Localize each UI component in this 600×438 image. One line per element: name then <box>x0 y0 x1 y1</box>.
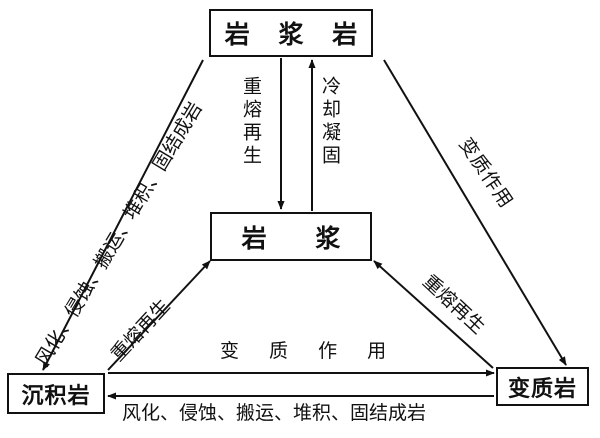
node-magma-label: 岩 浆 <box>241 223 361 253</box>
node-magmatic-rock-label: 岩 浆 岩 <box>224 20 368 49</box>
edge-label-bottom-meta: 变 质 作 用 <box>220 340 399 362</box>
node-metamorphic-rock-label: 变质岩 <box>507 375 577 402</box>
node-sedimentary-rock-label: 沉积岩 <box>21 382 91 409</box>
node-magma: 岩 浆 <box>210 212 372 261</box>
node-sedimentary-rock: 沉积岩 <box>7 373 105 414</box>
node-metamorphic-rock: 变质岩 <box>496 367 589 406</box>
arrow-right-remelt <box>373 260 494 369</box>
arrow-left-weathering <box>42 59 204 371</box>
arrow-left-remelt <box>107 260 211 371</box>
edge-label-cooling-center: 冷却凝固 <box>319 76 341 168</box>
edge-label-remelt-center: 重熔再生 <box>240 76 262 168</box>
edge-label-bottom-weathering: 风化、侵蚀、搬运、堆积、固结成岩 <box>122 402 427 424</box>
node-magmatic-rock: 岩 浆 岩 <box>209 9 373 57</box>
arrow-right-meta <box>383 59 567 366</box>
